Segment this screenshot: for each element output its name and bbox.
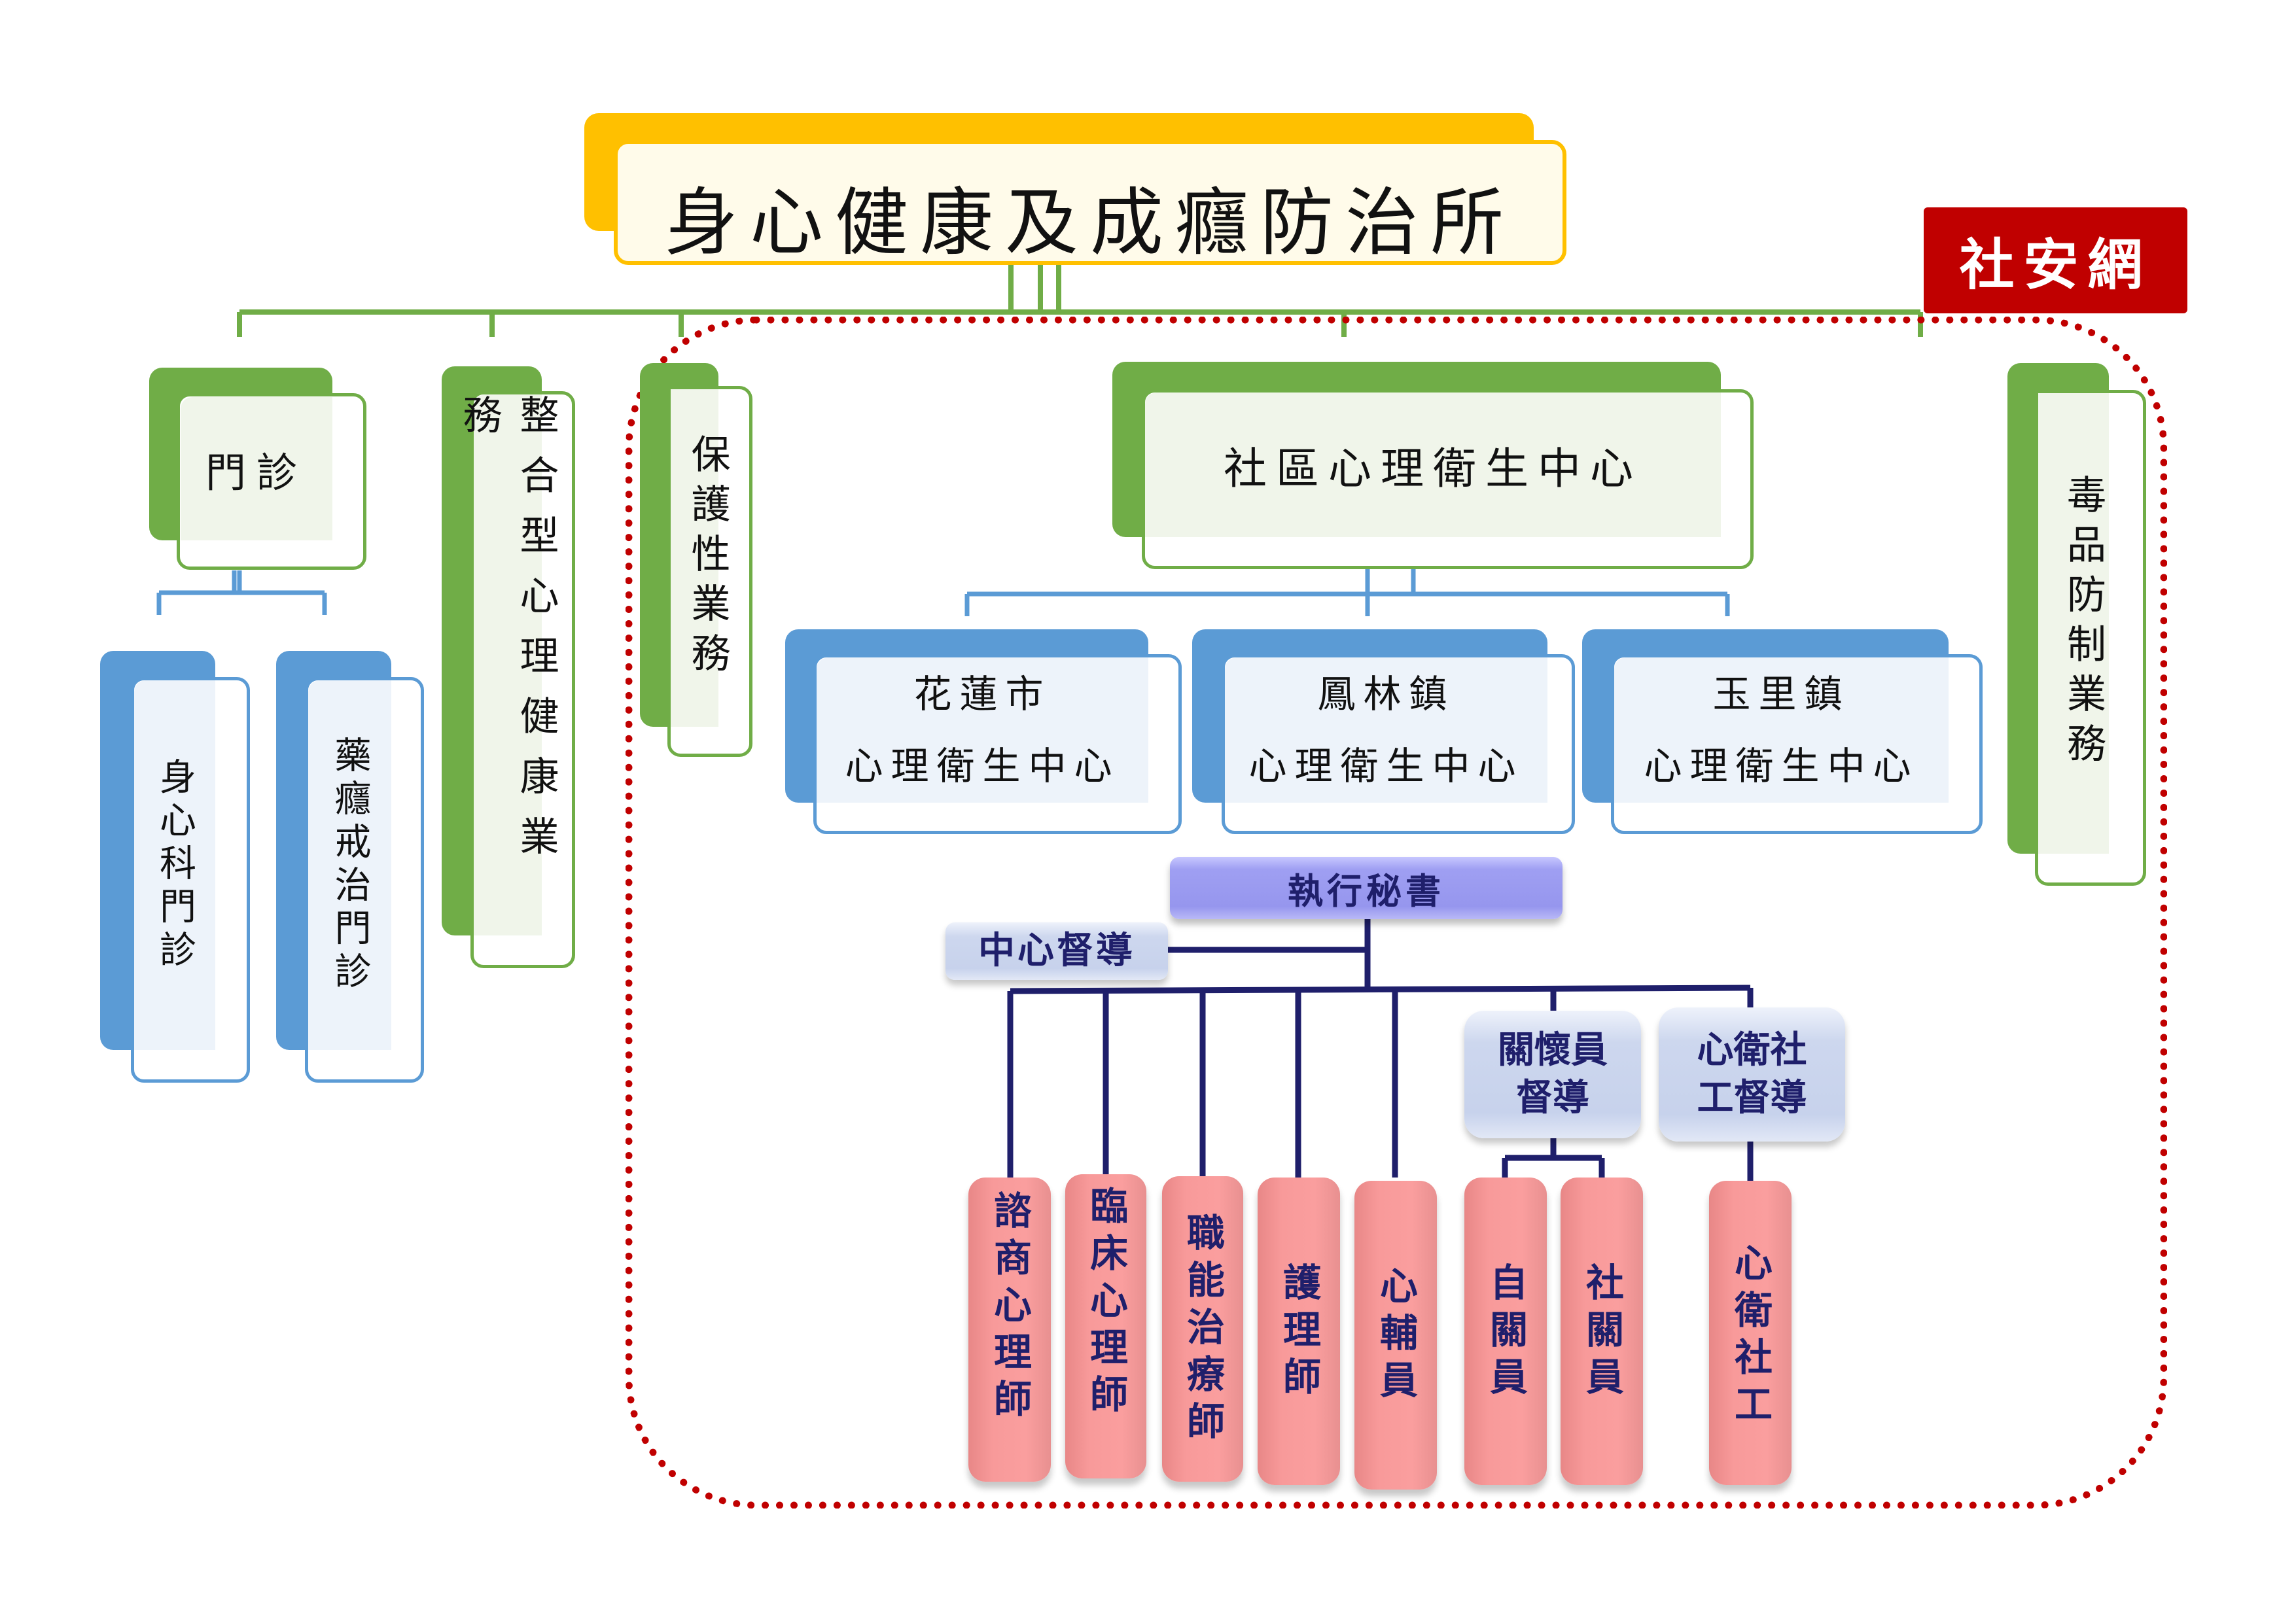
- outpatient-label-area: 門診: [181, 397, 332, 540]
- psychiatry-clinic-label: 身心科門診: [153, 757, 196, 973]
- social-safety-net-badge[interactable]: 社安網: [1924, 207, 2187, 313]
- care-worker-supervisor-line2: 督導: [1516, 1076, 1589, 1119]
- community-center-label: 社區心理衛生中心: [1224, 443, 1642, 494]
- title-box[interactable]: 身心健康及成癮防治所: [614, 140, 1566, 266]
- position-community-care-worker[interactable]: 社關員: [1561, 1178, 1643, 1485]
- social-worker-supervisor-node[interactable]: 心衛社 工督導: [1659, 1007, 1845, 1142]
- position-counseling-assistant[interactable]: 心輔員: [1354, 1181, 1437, 1490]
- fenglin-center-label-area: 鳳林鎮 心理衛生中心: [1225, 657, 1547, 803]
- position-counseling-psychologist[interactable]: 諮商心理師: [968, 1178, 1051, 1482]
- position-label: 社關員: [1580, 1263, 1624, 1404]
- position-label: 諮商心理師: [987, 1191, 1032, 1426]
- fenglin-center-line2: 心理衛生中心: [1248, 744, 1524, 788]
- social-worker-supervisor-line2: 工督導: [1697, 1076, 1807, 1119]
- center-supervisor-node[interactable]: 中心督導: [945, 922, 1168, 980]
- position-label: 自關員: [1483, 1263, 1528, 1404]
- outpatient-label: 門診: [205, 448, 308, 497]
- org-title: 身心健康及成癮防治所: [665, 181, 1515, 266]
- position-label: 心輔員: [1373, 1266, 1418, 1407]
- position-label: 護理師: [1277, 1263, 1321, 1404]
- fenglin-center-line1: 鳳林鎮: [1317, 671, 1455, 716]
- hualien-center-line2: 心理衛生中心: [845, 744, 1120, 788]
- executive-secretary-label: 執行秘書: [1288, 871, 1445, 912]
- protective-services-label: 保護性業務: [684, 434, 730, 682]
- position-suicide-care-worker[interactable]: 自關員: [1464, 1178, 1547, 1485]
- drug-prevention-label: 毒品防制業務: [2060, 474, 2106, 773]
- position-mental-health-social-worker[interactable]: 心衛社工: [1709, 1181, 1792, 1485]
- social-safety-net-region: [626, 317, 2167, 1509]
- integrated-mental-health-label: 整合型心理健康業務: [456, 394, 559, 876]
- center-supervisor-label: 中心督導: [978, 929, 1135, 972]
- psychiatry-clinic-label-area: 身心科門診: [134, 680, 215, 1050]
- yuli-center-line2: 心理衛生中心: [1644, 744, 1919, 788]
- yuli-center-line1: 玉里鎮: [1712, 671, 1850, 716]
- position-occupational-therapist[interactable]: 職能治療師: [1162, 1176, 1243, 1482]
- drug-prevention-label-area: 毒品防制業務: [2038, 393, 2109, 854]
- position-nurse[interactable]: 護理師: [1258, 1178, 1340, 1485]
- hualien-center-line1: 花蓮市: [913, 671, 1051, 716]
- community-center-label-area: 社區心理衛生中心: [1145, 393, 1721, 537]
- outpatient-connectors: [156, 570, 327, 615]
- social-worker-supervisor-line1: 心衛社: [1697, 1028, 1807, 1072]
- protective-services-label-area: 保護性業務: [671, 389, 730, 727]
- addiction-clinic-label: 藥癮戒治門診: [328, 735, 371, 995]
- position-label: 職能治療師: [1180, 1213, 1225, 1448]
- addiction-clinic-label-area: 藥癮戒治門診: [308, 680, 391, 1050]
- yuli-center-label-area: 玉里鎮 心理衛生中心: [1614, 657, 1949, 803]
- position-label: 心衛社工: [1728, 1243, 1773, 1431]
- position-clinical-psychologist[interactable]: 臨床心理師: [1065, 1174, 1146, 1478]
- position-label: 臨床心理師: [1084, 1186, 1128, 1422]
- hualien-center-label-area: 花蓮市 心理衛生中心: [817, 657, 1148, 803]
- care-worker-supervisor-node[interactable]: 關懷員 督導: [1464, 1011, 1641, 1138]
- integrated-mental-health-label-area: 整合型心理健康業務: [456, 394, 559, 935]
- care-worker-supervisor-line1: 關懷員: [1498, 1028, 1608, 1072]
- executive-secretary-node[interactable]: 執行秘書: [1170, 857, 1563, 919]
